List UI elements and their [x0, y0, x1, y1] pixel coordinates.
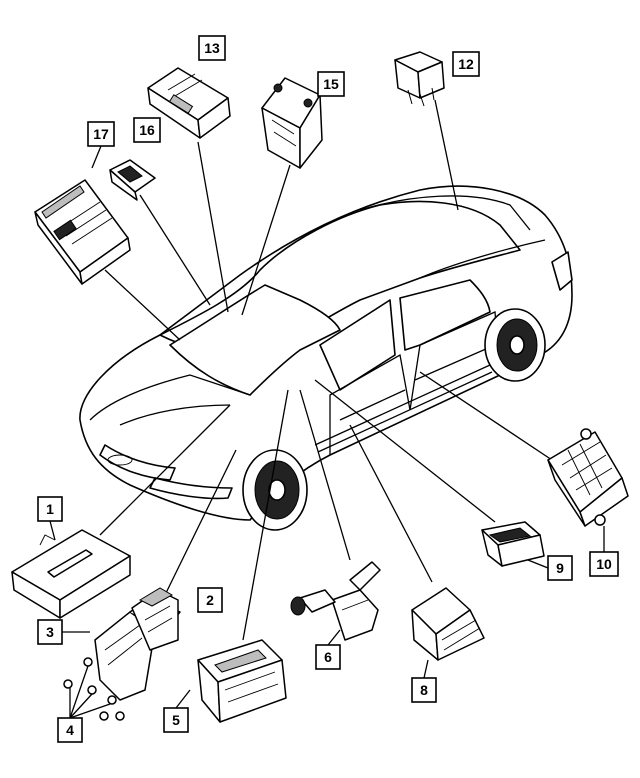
callout-4: 4 [57, 717, 83, 743]
part-5-control-unit [197, 639, 287, 723]
part-9-switch [481, 521, 545, 567]
part-6-sensor [290, 561, 381, 641]
callout-15: 13 [198, 35, 226, 61]
vehicle-sedan [79, 185, 573, 531]
part-10-fuse-box [547, 428, 629, 527]
svg-text:15: 15 [323, 76, 339, 92]
svg-text:3: 3 [46, 624, 54, 640]
callout-3: 3 [37, 619, 63, 645]
part-1-controller [11, 529, 131, 619]
callout-13: 15 [317, 71, 345, 97]
svg-text:13: 13 [204, 40, 220, 56]
callout-ties [49, 145, 605, 719]
svg-text:9: 9 [556, 560, 564, 576]
svg-text:1: 1 [46, 501, 54, 517]
svg-text:10: 10 [596, 556, 612, 572]
part-17-module [34, 179, 131, 285]
leader-lines [99, 99, 556, 641]
part-2-module [131, 587, 179, 651]
callout-10: 10 [589, 551, 619, 577]
svg-text:6: 6 [324, 649, 332, 665]
callout-9: 9 [547, 555, 573, 581]
svg-text:4: 4 [66, 722, 74, 738]
part-4-fasteners [63, 657, 125, 721]
svg-text:12: 12 [458, 56, 474, 72]
svg-text:16: 16 [139, 122, 155, 138]
part-13-module [261, 77, 323, 169]
part-17-sensor [109, 159, 156, 201]
svg-text:5: 5 [172, 712, 180, 728]
callout-12: 12 [452, 51, 480, 77]
svg-text:2: 2 [206, 592, 214, 608]
callout-8: 8 [411, 677, 437, 703]
callout-16: 16 [133, 117, 161, 143]
part-8-module [411, 587, 485, 661]
part-12-relay [394, 51, 445, 107]
part-16-module [147, 67, 231, 139]
callouts: 13 16 17 15 12 1 2 3 4 5 6 8 9 10 [37, 35, 619, 743]
callout-1: 1 [37, 496, 63, 522]
callout-6: 6 [315, 644, 341, 670]
callout-2: 2 [197, 587, 223, 613]
svg-text:8: 8 [420, 682, 428, 698]
svg-text:17: 17 [93, 126, 109, 142]
callout-5: 5 [163, 707, 189, 733]
callout-17: 17 [87, 121, 115, 147]
